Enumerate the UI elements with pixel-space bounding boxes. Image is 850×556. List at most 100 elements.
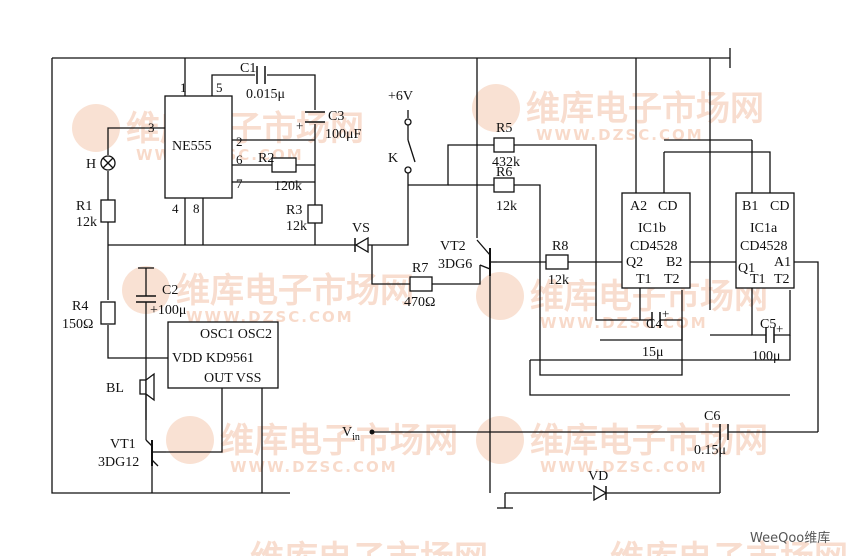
r2-resistor [271, 157, 297, 173]
r6-resistor [493, 177, 515, 193]
vt1-value: 3DG12 [98, 455, 139, 470]
vd-diode [593, 484, 608, 502]
kd9561-out-labels: OUT VSS [204, 371, 261, 386]
ic1b-cd-label: CD [658, 199, 677, 214]
watermark-text: 维库电子市场网 [176, 271, 414, 311]
pin1-label: 1 [180, 80, 187, 95]
ic1a-name: IC1a [750, 221, 778, 236]
pin6-label: 6 [236, 152, 243, 167]
kd9561-vdd-labels: VDD KD9561 [172, 351, 254, 366]
r4-value: 150Ω [62, 317, 93, 332]
c5-capacitor: + [765, 321, 783, 343]
left-rail-wire [51, 58, 290, 494]
watermark-logo-icon [166, 416, 214, 464]
vin-label: Vin [342, 425, 360, 443]
ic1b-type: CD4528 [630, 239, 677, 254]
cd-link-wire [664, 151, 771, 193]
wires [51, 48, 819, 509]
ic1a-cd-label: CD [770, 199, 789, 214]
watermark-logo-icon [472, 84, 520, 132]
pin7-label: 7 [236, 176, 243, 191]
watermark-text: 维库电子市场网 [220, 421, 458, 461]
c3-label: C3 [328, 109, 344, 124]
watermark-5: 维库电子市场网 WWW.DZSC.COM [166, 416, 458, 476]
watermark-6: 维库电子市场网 WWW.DZSC.COM [476, 416, 768, 476]
vt2-transistor [476, 239, 497, 276]
switch-k[interactable] [404, 118, 416, 185]
ic1a-low-wire [530, 335, 791, 361]
r8-resistor [545, 254, 569, 270]
vin-terminal [369, 429, 375, 435]
r2-value: 120k [274, 179, 302, 194]
vs-diode [354, 236, 369, 254]
r6-value: 12k [496, 199, 517, 214]
watermark-text: 维库电子市场网 [610, 539, 848, 556]
watermark-logo-icon [476, 416, 524, 464]
r7-vt2-wire [432, 265, 481, 285]
vt1-transistor [145, 439, 166, 467]
ic1b-t2-label: T2 [664, 272, 680, 287]
pin5-wire [211, 74, 255, 96]
c4-label: C4 [646, 317, 662, 332]
r1-value: 12k [76, 215, 97, 230]
r5-label: R5 [496, 121, 512, 136]
ic1a-type: CD4528 [740, 239, 787, 254]
svg-text:+: + [776, 321, 783, 336]
c3-capacitor: + [296, 111, 325, 133]
pin2-label: 2 [236, 134, 243, 149]
c1-right-wire [267, 74, 316, 110]
r5-right-wire [514, 144, 640, 321]
svg-text:+: + [296, 118, 303, 133]
c2-label: C2 [162, 283, 178, 298]
watermark-2: 维库电子市场网 WWW.DZSC.COM [472, 84, 764, 144]
ic1b-t1-wire [639, 288, 652, 321]
lamp-label: H [86, 157, 96, 172]
r4-vdd-wire [107, 325, 168, 359]
vt2-value: 3DG6 [438, 257, 472, 272]
watermark-text: 维库电子市场网 [250, 539, 488, 556]
r1-resistor [100, 199, 116, 223]
r2-label: R2 [258, 151, 274, 166]
pin3-label: 3 [148, 120, 155, 135]
labels: NE555 1 5 3 2 6 7 4 8 C1 0.015μ C3 100μF… [62, 61, 791, 484]
ic1a-loop-wire [529, 360, 790, 396]
ic1b-name: IC1b [638, 221, 666, 236]
r1-label: R1 [76, 199, 92, 214]
pin4-label: 4 [172, 201, 179, 216]
ne555-chip [164, 95, 233, 199]
watermark-7: 维库电子市场网 维库电子市场网 [250, 539, 848, 556]
c2-value: +100μ [150, 303, 186, 318]
r8-value: 12k [548, 273, 569, 288]
watermark-url: WWW.DZSC.COM [536, 126, 704, 144]
r3-label: R3 [286, 203, 302, 218]
r4-label: R4 [72, 299, 88, 314]
c1-label: C1 [240, 61, 256, 76]
brand-watermark: WeeQoo维库 [750, 530, 830, 546]
switch-label: K [388, 151, 398, 166]
c5-value: 100μ [752, 349, 781, 364]
lamp-h [100, 155, 116, 171]
c4-capacitor: + [651, 306, 669, 328]
watermark-url: WWW.DZSC.COM [540, 458, 708, 476]
watermark-text: 维库电子市场网 [526, 89, 764, 129]
ic1b-chip [621, 192, 691, 289]
vt2-label: VT2 [440, 239, 466, 254]
vt1-label: VT1 [110, 437, 136, 452]
watermark-logo-icon [476, 272, 524, 320]
vs-r7-wire [371, 245, 410, 285]
out-vt1-wire [166, 388, 223, 453]
kd9561-chip [167, 321, 279, 389]
c6-capacitor [719, 424, 729, 440]
svg-text:+: + [662, 306, 669, 321]
c4-low-wire [600, 320, 683, 341]
r7-resistor [409, 276, 433, 292]
ic1b-b2-label: B2 [666, 255, 682, 270]
pin3-wire [107, 127, 165, 155]
c2-capacitor [136, 295, 156, 303]
vin-subscript: in [352, 432, 360, 443]
plus6v-label: +6V [388, 89, 413, 104]
c1-capacitor [256, 66, 266, 84]
ic1b-a2-label: A2 [630, 199, 647, 214]
